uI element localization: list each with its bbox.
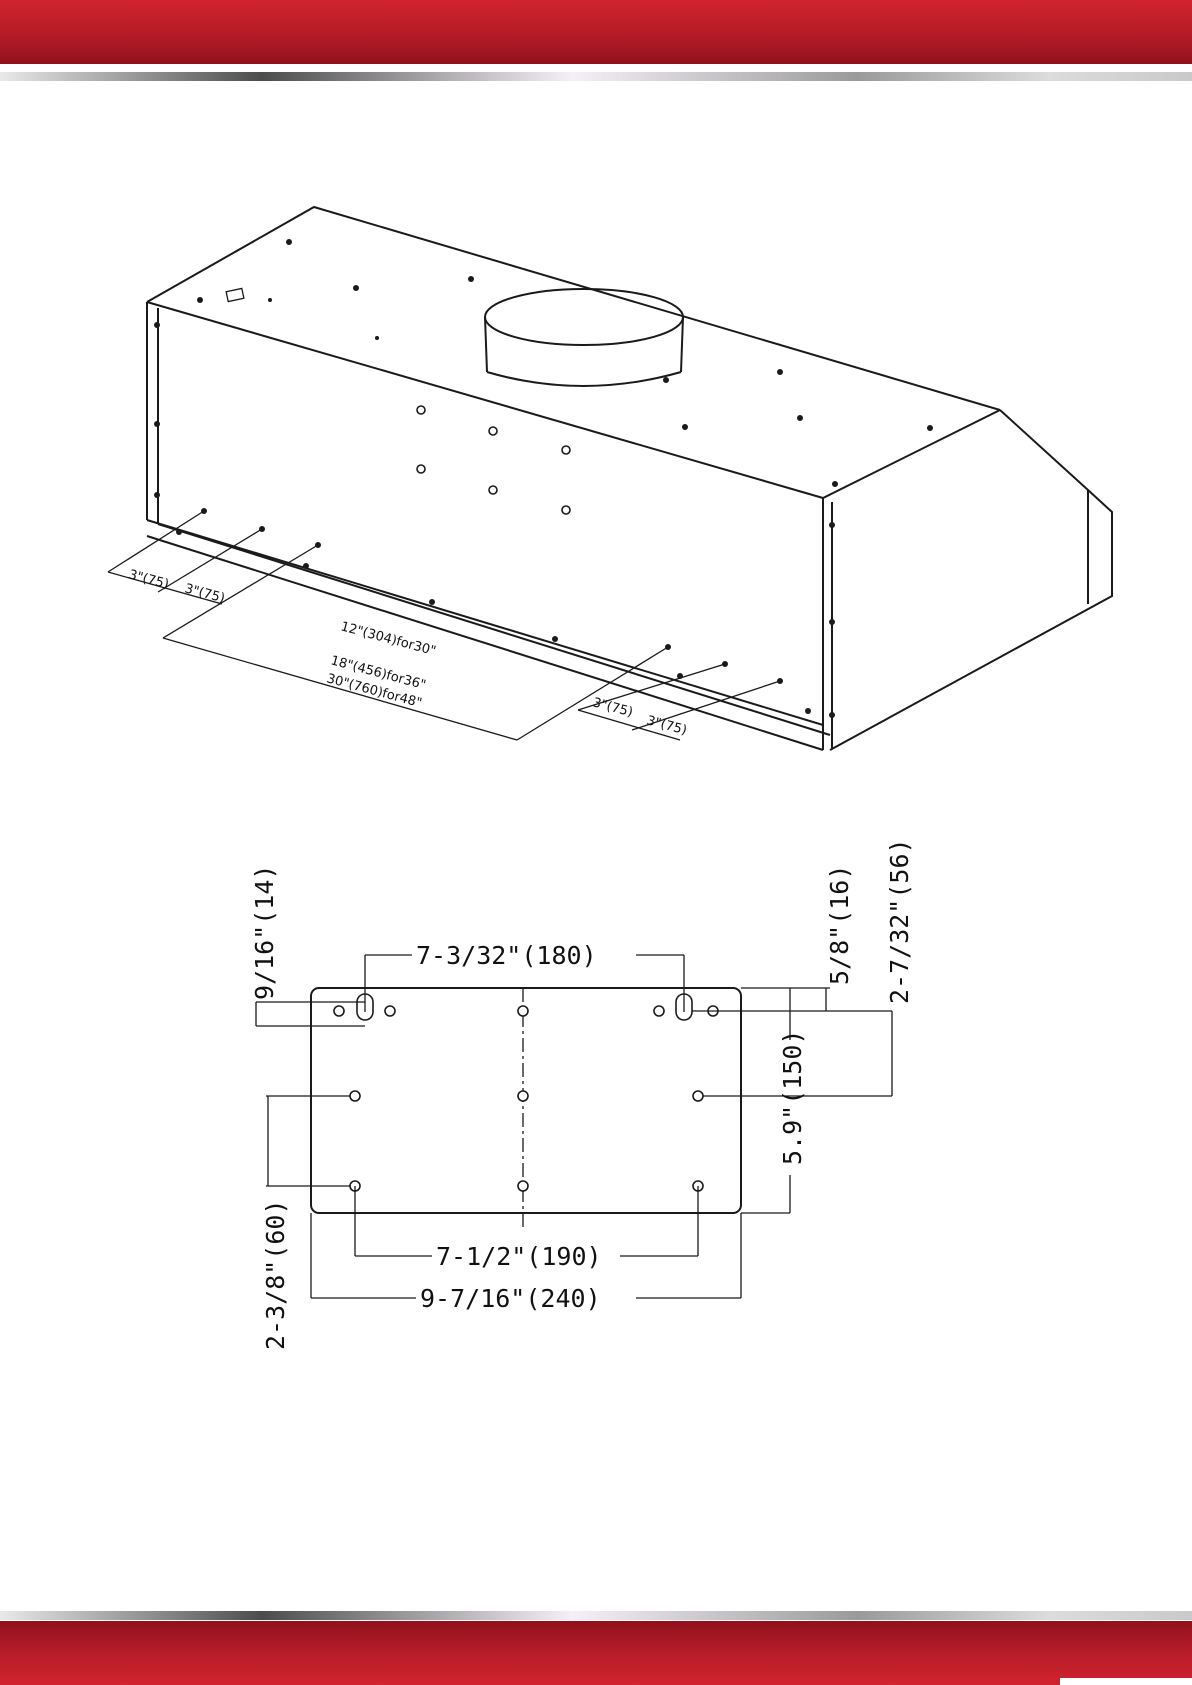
- dim-left-top: 9/16"(14): [250, 865, 279, 1000]
- footer-strip: [0, 1611, 1192, 1620]
- dim-left-height: 2-3/8"(60): [261, 1199, 290, 1350]
- dim-right-outer: 2-7/32"(56): [885, 838, 914, 1004]
- dim-bottom-outer: 9-7/16"(240): [420, 1284, 601, 1313]
- footer-tab: [1060, 1678, 1192, 1685]
- dim-right-small: 5/8"(16): [825, 865, 854, 985]
- plate-outline: [311, 988, 741, 1228]
- plate-holes: [334, 994, 718, 1191]
- dim-right-height: 5.9"(150): [778, 1030, 807, 1165]
- dim-top-span: 7-3/32"(180): [416, 941, 597, 970]
- footer-band: [0, 1621, 1192, 1685]
- dim-bottom-inner: 7-1/2"(190): [436, 1242, 602, 1271]
